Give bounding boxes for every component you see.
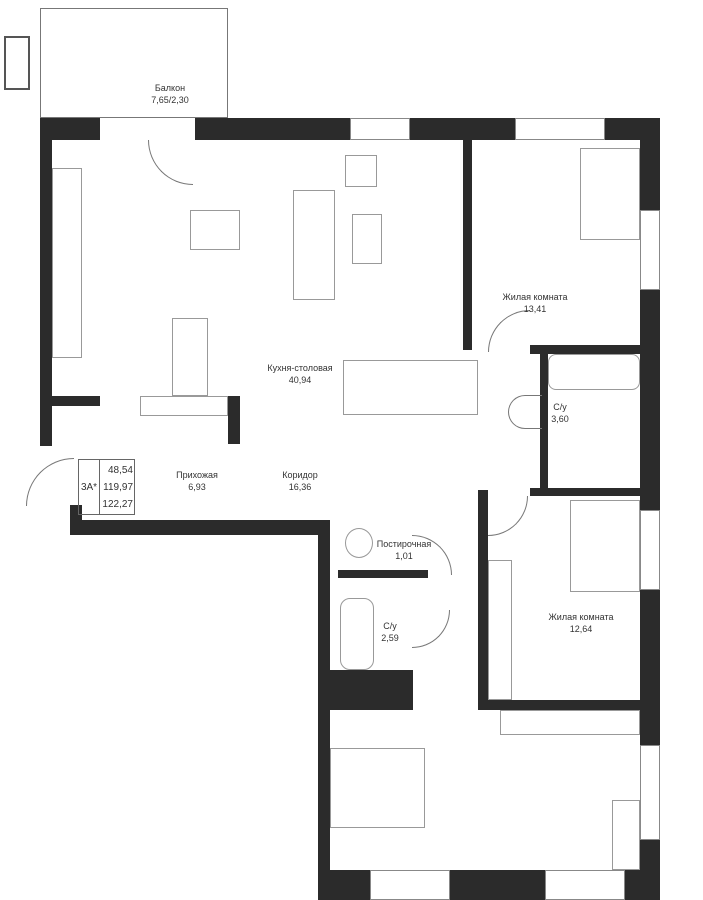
room-area: 7,65/2,30 <box>151 95 189 105</box>
area-with-balcony: 122,27 <box>102 499 133 510</box>
room-area: 12,64 <box>569 624 593 634</box>
shoe-rack <box>140 396 228 416</box>
entrance-door[interactable] <box>26 458 74 506</box>
wall-kitchen-bedroom <box>463 140 472 350</box>
window <box>350 118 410 140</box>
dining-table <box>190 210 240 250</box>
room-label-hall: Прихожая 6,93 <box>176 469 218 493</box>
room-name: С/у <box>553 402 567 412</box>
wall-hall-top <box>40 396 100 406</box>
washing-machine <box>345 528 373 558</box>
room-label-bath1: С/у 3,60 <box>551 401 569 425</box>
window <box>640 745 660 840</box>
living-area: 48,54 <box>107 465 133 476</box>
wall-left <box>40 118 52 446</box>
bath1-door[interactable] <box>508 395 542 429</box>
room-name: Жилая комната <box>548 612 614 622</box>
armchair <box>345 155 377 187</box>
wall-top-mid <box>195 118 295 140</box>
wall-right <box>640 118 660 900</box>
room-label-laundry: Постирочная 1,01 <box>377 538 431 562</box>
wall-bedroom1-bath <box>530 345 640 354</box>
wall-bedroom2-left <box>478 490 488 710</box>
wall-top-left <box>40 118 100 140</box>
room-area: 1,01 <box>395 551 413 561</box>
kitchen-island <box>172 318 208 396</box>
wall-bath-bottom <box>530 488 640 496</box>
bathtub <box>340 598 374 670</box>
room-area: 13,41 <box>523 304 547 314</box>
wardrobe <box>500 710 640 735</box>
room-name: Прихожая <box>176 470 218 480</box>
wardrobe <box>343 360 478 415</box>
room-area: 2,59 <box>381 633 399 643</box>
balcony-outline <box>40 8 228 118</box>
coffee-table <box>352 214 382 264</box>
bathtub <box>548 354 640 390</box>
wall-lower-left <box>318 520 330 900</box>
wall-wc2-bottom <box>318 670 413 710</box>
wall-laundry <box>338 570 428 578</box>
window <box>515 118 605 140</box>
window <box>370 870 450 900</box>
bedroom2-door[interactable] <box>488 496 528 536</box>
room-label-bedroom2: Жилая комната 12,64 <box>548 611 613 635</box>
room-label-bath2: С/у 2,59 <box>381 620 399 644</box>
bed <box>580 148 640 240</box>
room-name: Постирочная <box>376 539 432 549</box>
bed <box>570 500 640 592</box>
room-area: 6,93 <box>188 482 206 492</box>
room-area: 3,60 <box>551 414 569 424</box>
room-name: Кухня-столовая <box>267 363 333 373</box>
room-label-corridor: Коридор 16,36 <box>282 469 318 493</box>
room-area: 40,94 <box>288 375 312 385</box>
window <box>640 210 660 290</box>
kitchen-counter <box>52 168 82 358</box>
room-label-kitchen: Кухня-столовая 40,94 <box>267 362 332 386</box>
wc2-door[interactable] <box>412 610 450 648</box>
apartment-code: 3А* <box>79 460 100 514</box>
room-name: Жилая комната <box>502 292 568 302</box>
wall-bedroom2-bottom <box>478 700 640 710</box>
balcony-railing <box>4 36 30 90</box>
sofa <box>293 190 335 300</box>
room-name: Коридор <box>282 470 318 480</box>
room-label-bedroom1: Жилая комната 13,41 <box>502 291 567 315</box>
room-name: Балкон <box>154 83 186 93</box>
room-area: 16,36 <box>288 482 312 492</box>
wall-corridor-bottom <box>70 520 330 535</box>
apartment-info-box: 3А* 48,54 119,97 122,27 <box>78 459 135 515</box>
window <box>640 510 660 590</box>
room-name: С/у <box>383 621 397 631</box>
bedroom1-door[interactable] <box>488 310 530 352</box>
bed <box>330 748 425 828</box>
total-area: 119,97 <box>103 482 133 493</box>
balcony-door[interactable] <box>148 140 193 185</box>
room-label-balcony: Балкон 7,65/2,30 <box>151 82 189 106</box>
wardrobe <box>488 560 512 700</box>
wall-hall-stub <box>228 396 240 444</box>
wall-bath <box>540 345 548 490</box>
desk <box>612 800 640 870</box>
wall-entry <box>70 505 82 535</box>
window <box>545 870 625 900</box>
